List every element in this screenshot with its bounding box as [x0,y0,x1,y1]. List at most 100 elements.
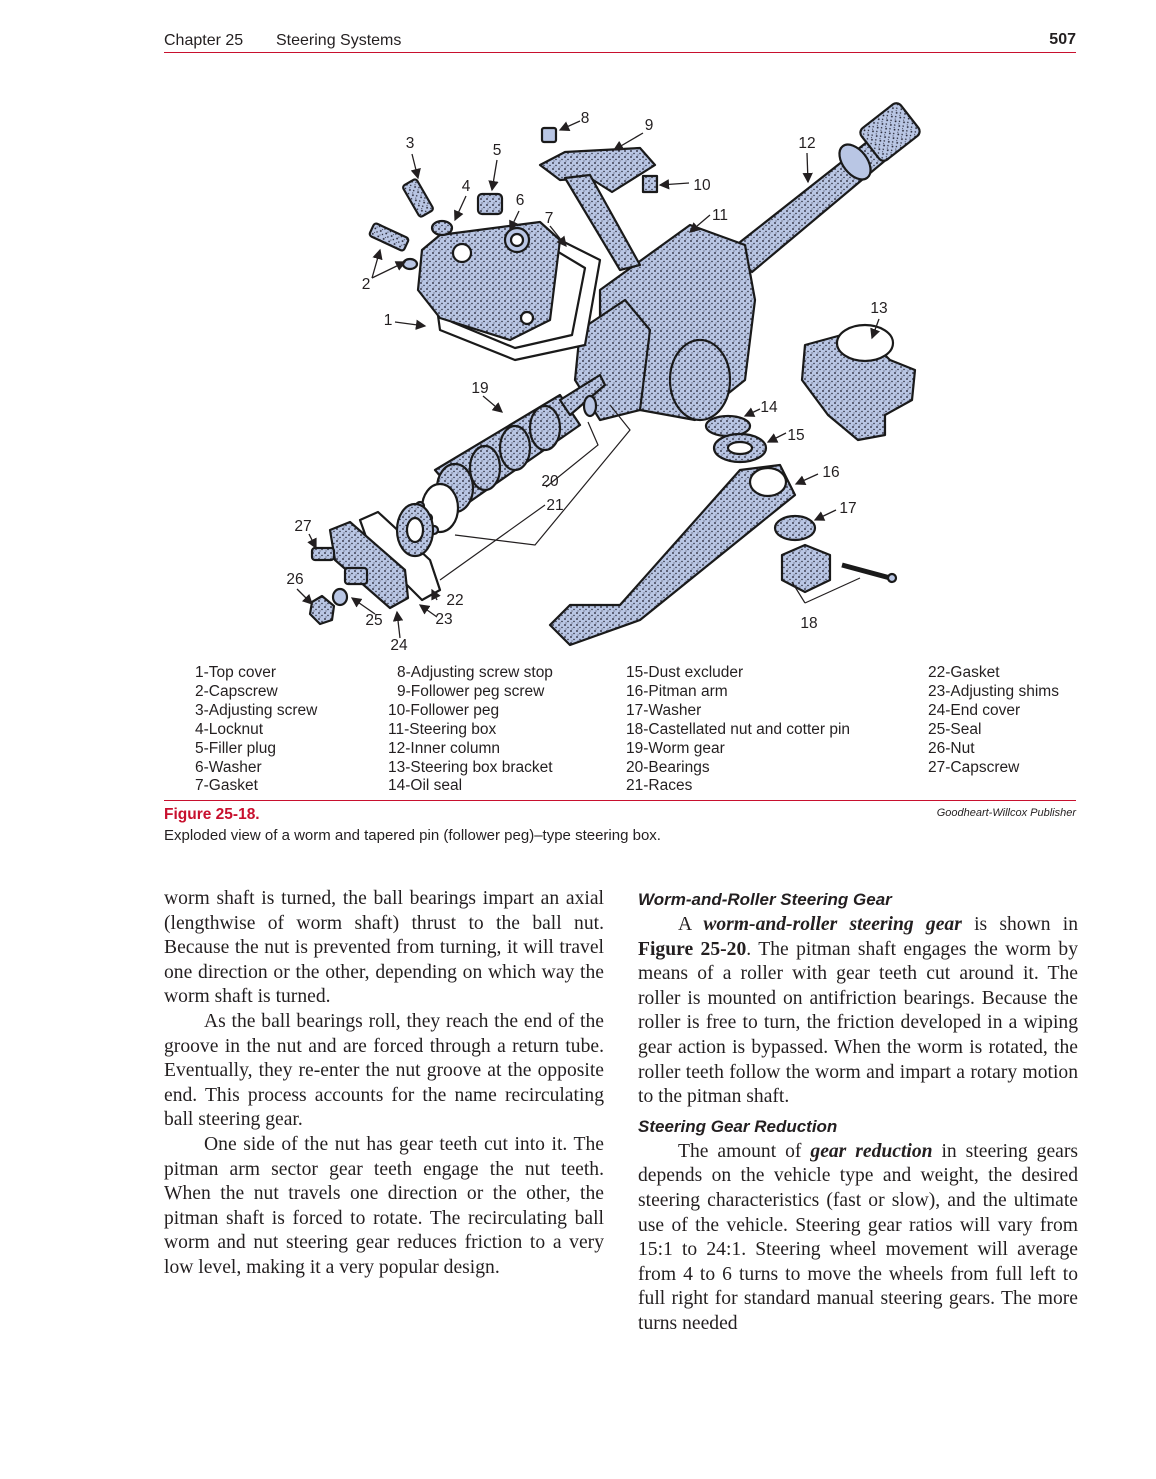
legend-item: 24-End cover [928,701,1021,719]
callout: 13 [870,300,887,317]
callout: 8 [581,110,590,127]
running-header: Chapter 25 Steering Systems 507 [164,30,1076,53]
paragraph: worm shaft is turned, the ball bearings … [164,888,604,1008]
key-term: gear reduction [810,1140,933,1162]
follower-peg-screw [538,146,657,194]
splined-shaft-end [859,102,921,162]
callout: 14 [760,399,778,416]
legend-item: 14-Oil seal [388,777,463,795]
paragraph: As the ball bearings roll, they reach th… [164,1010,604,1131]
legend-item: 2-Capscrew [195,682,278,700]
callout: 26 [286,571,303,588]
text-run: . The pitman shaft engages the worm by m… [638,938,1079,1108]
callout: 6 [516,192,525,209]
legend-item: 7-Gasket [195,777,258,795]
legend-item: 21-Races [626,777,693,795]
callout: 16 [822,464,839,481]
figure-reference[interactable]: Figure 25-20 [638,938,747,960]
nut-26 [308,594,336,626]
callout: 19 [471,380,488,397]
callout: 11 [712,207,728,224]
callout: 5 [493,142,502,159]
text-run: The amount of [678,1140,811,1162]
legend-item: 4-Locknut [195,720,264,738]
callout: 3 [406,135,415,152]
legend-item: 3-Adjusting screw [195,701,318,719]
legend-item: 9-Follower peg screw [397,682,545,700]
legend-item: 8-Adjusting screw stop [397,664,553,681]
legend-column-3: 15-Dust excluder 16-Pitman arm 17-Washer… [626,664,850,796]
callout: 1 [384,312,393,329]
paragraph: The amount of gear reduction in steering… [638,1140,1078,1337]
callout: 9 [645,117,654,134]
legend-column-1: 1-Top cover 2-Capscrew 3-Adjusting screw… [195,664,317,796]
figure-label: Figure 25-18. [164,806,260,823]
legend-item: 20-Bearings [626,758,710,776]
page-number: 507 [1049,31,1076,48]
callout: 2 [362,276,371,293]
callout: 24 [390,637,408,654]
callout: 10 [693,177,711,194]
text-run: in steering gears depends on the vehicle… [638,1140,1078,1334]
end-cover [328,520,410,610]
figure-caption: Exploded view of a worm and tapered pin … [164,827,661,844]
legend-item: 6-Washer [195,758,262,776]
legend-item: 22-Gasket [928,664,1000,681]
key-term: worm-and-roller steering gear [703,914,962,935]
section-heading: Steering Gear Reduction [638,1116,838,1136]
oil-seal [704,414,752,438]
seal-25 [331,587,349,607]
castellated-nut [780,543,832,594]
callout: 21 [546,497,563,514]
callout: 15 [787,427,804,444]
washer-17 [773,514,817,542]
cotter-pin [841,562,891,581]
callout: 27 [294,518,311,535]
legend-item: 10-Follower peg [388,701,500,719]
legend-item: 19-Worm gear [626,739,725,757]
paragraph: One side of the nut has gear teeth cut i… [164,1133,604,1278]
legend-item: 15-Dust excluder [626,664,744,681]
paragraph: A worm-and-roller steering gear is shown… [638,913,1078,1110]
pitman-arm [548,463,797,647]
legend-item: 5-Filler plug [195,739,276,757]
legend-item: 23-Adjusting shims [928,682,1059,700]
text-run: is shown in [961,914,1079,935]
adjusting-screw [402,178,434,218]
callout-numbers: 1 2 3 4 5 6 7 8 9 10 11 12 13 14 15 16 1… [286,110,887,654]
legend-item: 18-Castellated nut and cotter pin [626,720,851,738]
locknut [430,219,454,237]
callout: 12 [798,135,815,152]
callout: 7 [545,210,554,227]
legend-column-4: 22-Gasket 23-Adjusting shims 24-End cove… [928,664,1059,777]
left-column: worm shaft is turned, the ball bearings … [164,887,604,1281]
right-column: Worm-and-Roller Steering Gear A worm-and… [638,887,1078,1337]
bracket-lines [439,404,861,604]
capscrew-27 [310,546,336,562]
legend-item: 27-Capscrew [928,758,1020,776]
legend-item: 17-Washer [626,701,702,719]
section-heading: Worm-and-Roller Steering Gear [638,890,892,909]
legend-item: 1-Top cover [195,664,276,681]
figure-credit: Goodheart-Willcox Publisher [936,807,1076,819]
legend-item: 26-Nut [928,739,975,757]
callout: 20 [541,473,559,490]
filler-plug [476,192,504,216]
legend-item: 11-Steering box [388,720,497,738]
callout-leaders [296,120,881,639]
legend-item: 13-Steering box bracket [388,758,553,776]
legend-item: 12-Inner column [388,739,501,757]
callout: 4 [462,178,471,195]
legend-column-2: 8-Adjusting screw stop 9-Follower peg sc… [388,664,553,796]
callout: 25 [365,612,382,629]
callout: 17 [839,500,856,517]
section-title: Steering Systems [276,32,402,49]
steering-box-exploded-diagram: 1 2 3 4 5 6 7 8 9 10 11 12 13 14 15 16 1… [286,102,921,654]
callout: 23 [435,611,452,628]
callout: 22 [446,592,463,609]
legend-item: 25-Seal [928,720,982,738]
capscrew-2 [368,222,410,252]
adjusting-screw-stop [540,126,558,144]
legend-item: 16-Pitman arm [626,682,728,700]
caption-rule [164,800,1076,801]
